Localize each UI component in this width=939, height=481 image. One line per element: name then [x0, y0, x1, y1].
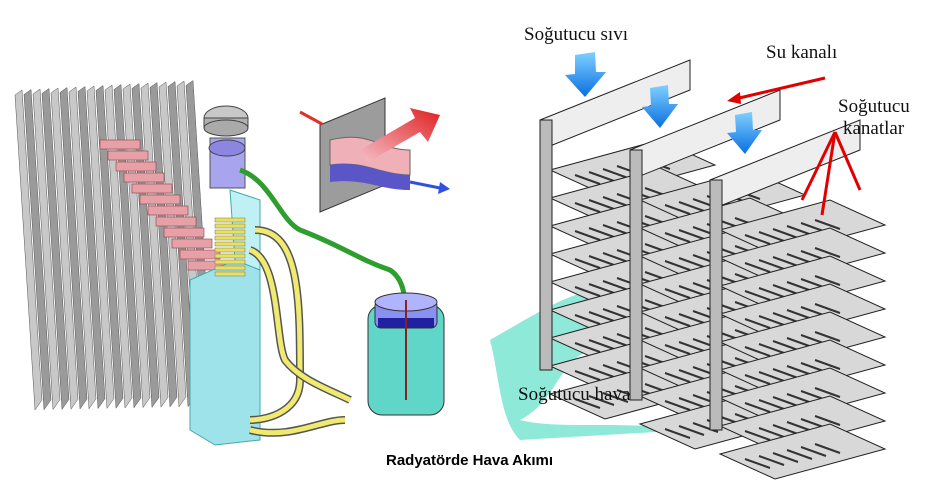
label-cooling-fins-2: kanatlar: [843, 118, 905, 139]
coolant-arrow: [727, 112, 762, 154]
coil: [214, 265, 246, 271]
coil: [214, 247, 246, 253]
overflow-hose: [239, 167, 408, 311]
radiator-fin: [68, 86, 97, 410]
coolant-arrow: [565, 52, 606, 97]
pink-heat-fins: [99, 139, 229, 271]
coil: [214, 217, 246, 223]
channel-edge: [539, 119, 553, 371]
radiator-fin: [86, 85, 115, 410]
pink-fin: [139, 194, 181, 205]
radiator-fin: [41, 88, 70, 411]
coolant-arrow: [642, 85, 678, 128]
fins-pointers: [800, 131, 862, 216]
cool-out-arrow: [409, 180, 441, 190]
water-channel-panel: [709, 119, 887, 480]
pink-fin: [179, 249, 221, 260]
pink-fin: [99, 139, 141, 150]
label-coolant-liquid: Soğutucu sıvı: [524, 24, 628, 45]
pink-fin: [163, 227, 205, 238]
coil: [214, 241, 246, 247]
coil: [214, 253, 246, 259]
channel-edge: [709, 179, 723, 431]
radiator-fin: [104, 84, 133, 409]
radiator-illustration: [14, 80, 450, 446]
pink-fin: [123, 172, 165, 183]
heat-out-arrow: [360, 108, 440, 162]
radiator-fin: [23, 89, 52, 411]
heat-exchange-inset: [299, 97, 450, 213]
figure-caption: Radyatörde Hava Akımı: [385, 452, 553, 469]
coil: [214, 223, 246, 229]
yellow-coils: [214, 217, 246, 277]
label-cooling-air: Soğutucu hava: [518, 384, 631, 405]
pink-fin: [107, 150, 149, 161]
radiator-fin: [77, 86, 106, 410]
label-cooling-fins-1: Soğutucu: [838, 96, 910, 117]
radiator-fin: [50, 87, 79, 410]
coil: [214, 271, 246, 277]
channel-edge: [629, 149, 643, 401]
coil: [214, 229, 246, 235]
water-channel-pointer: [734, 76, 826, 101]
heat-in-arrow: [299, 110, 323, 126]
radiator-fin: [149, 82, 178, 408]
fin-cross-section: [490, 52, 887, 480]
radiator-tank: [189, 259, 261, 446]
radiator-fin: [14, 89, 43, 411]
coil: [214, 235, 246, 241]
pink-fin: [115, 161, 157, 172]
pink-fin: [131, 183, 173, 194]
pink-fin: [171, 238, 213, 249]
label-water-channel: Su kanalı: [766, 42, 838, 63]
pink-fin: [155, 216, 197, 227]
radiator-fin: [32, 88, 61, 411]
coil: [214, 259, 246, 265]
radiator-fin: [59, 87, 88, 410]
overflow-bottle: [367, 292, 445, 416]
pink-fin: [147, 205, 189, 216]
radiator-fin: [95, 85, 124, 409]
